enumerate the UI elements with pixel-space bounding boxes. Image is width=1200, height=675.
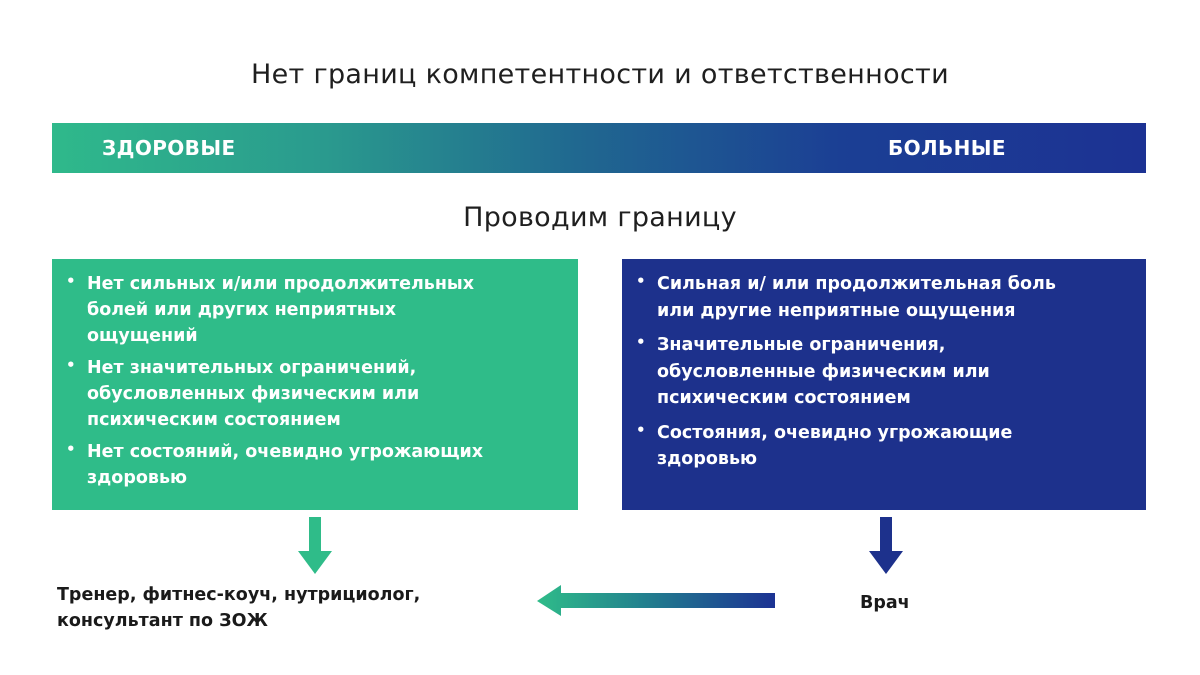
sick-criterion-item: • Значительные ограничения, обусловленные …: [636, 332, 1128, 412]
healthy-criterion-item: • Нет значительных ограничений, обусловлен…: [66, 355, 560, 433]
healthy-line-3-1: Нет состояний, очевидно угрожающих: [87, 442, 484, 462]
arrow-down-blue-icon: [869, 517, 903, 574]
sick-criterion-item: • Сильная и/ или продолжительная боль или …: [636, 271, 1128, 324]
sick-line-3-1: Состояния, очевидно угрожающие: [657, 422, 1013, 443]
sick-line-2-2: обусловленные физическим или: [657, 361, 990, 382]
healthy-line-1-2: болей или других неприятных: [87, 300, 396, 320]
healthy-line-2-2: обусловленных физическим или: [87, 384, 420, 404]
sick-line-2-3: психическим состоянием: [657, 388, 911, 408]
label-sick: БОЛЬНЫЕ: [887, 136, 1006, 160]
title-no-boundaries: Нет границ компетентности и ответственно…: [251, 59, 949, 90]
sick-line-1-2: или другие неприятные ощущения: [657, 300, 1016, 321]
bullet-icon: •: [66, 440, 76, 458]
bullet-icon: •: [636, 420, 646, 439]
healthy-criterion-item: • Нет сильных и/или продолжительных болей …: [66, 271, 560, 349]
sick-line-1-1: Сильная и/ или продолжительная боль: [657, 274, 1056, 294]
healthy-line-3-2: здоровью: [87, 468, 188, 488]
arrow-down-green-icon: [298, 517, 332, 574]
healthy-line-2-3: психическим состоянием: [87, 410, 341, 430]
sick-line-2-1: Значительные ограничения,: [657, 335, 946, 355]
sick-line-3-2: здоровью: [657, 449, 758, 469]
bullet-icon: •: [66, 356, 76, 374]
healthy-criterion-item: • Нет состояний, очевидно угрожающих здоро…: [66, 439, 560, 491]
healthy-line-1-1: Нет сильных и/или продолжительных: [87, 274, 475, 294]
non-medical-specialists: Тренер, фитнес-коуч, нутрициолог, консул…: [57, 582, 420, 634]
doctor-label: Врач: [860, 593, 910, 613]
healthy-line-1-3: ощущений: [87, 326, 198, 346]
specialists-line-1: Тренер, фитнес-коуч, нутрициолог,: [57, 585, 421, 605]
sick-criterion-item: • Состояния, очевидно угрожающие здоровью: [636, 420, 1128, 473]
specialists-line-2: консультант по ЗОЖ: [57, 611, 268, 631]
healthy-criteria-panel: • Нет сильных и/или продолжительных болей …: [52, 259, 578, 510]
bullet-icon: •: [636, 272, 646, 290]
health-spectrum-bar: ЗДОРОВЫЕ БОЛЬНЫЕ: [52, 123, 1146, 173]
bullet-icon: •: [66, 272, 76, 290]
healthy-line-2-1: Нет значительных ограничений,: [87, 358, 417, 378]
sick-criteria-panel: • Сильная и/ или продолжительная боль или …: [622, 259, 1146, 510]
arrow-left-gradient-icon: [537, 585, 775, 616]
title-draw-boundary: Проводим границу: [463, 202, 737, 233]
bullet-icon: •: [636, 333, 646, 351]
label-healthy: ЗДОРОВЫЕ: [102, 136, 236, 160]
